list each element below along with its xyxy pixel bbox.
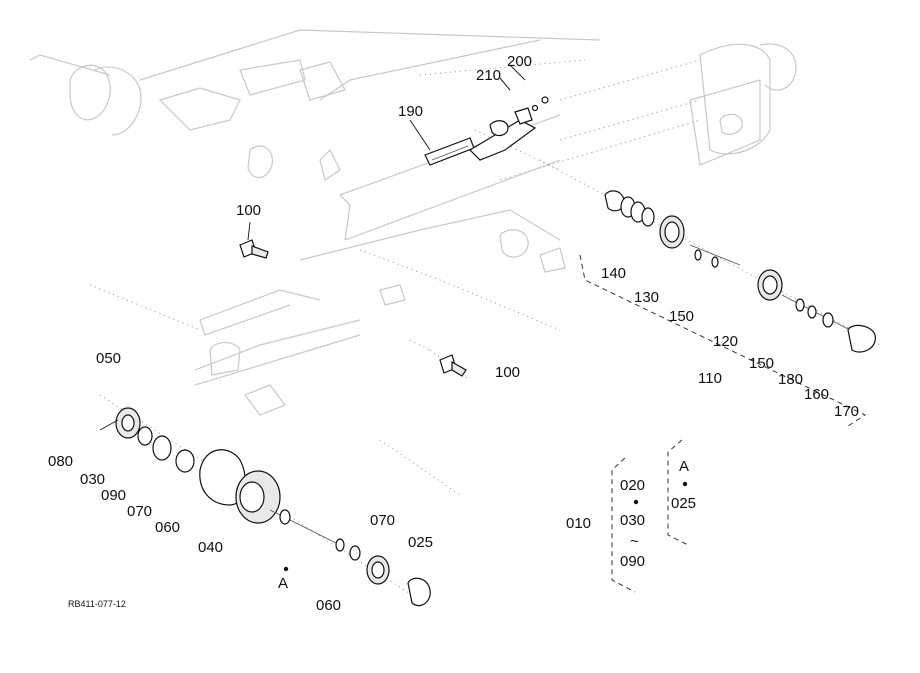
legend-group-010: 010 020 030 ~ 090 bbox=[566, 477, 645, 570]
drawing-code: RB411-077-12 bbox=[68, 599, 126, 609]
label-190: 190 bbox=[398, 103, 423, 120]
label-200: 200 bbox=[507, 53, 532, 70]
label-160: 160 bbox=[804, 386, 829, 403]
legend-010-label: 010 bbox=[566, 515, 591, 532]
label-080: 080 bbox=[48, 453, 73, 470]
legend-A-line1: 025 bbox=[671, 495, 696, 512]
legend-A-dot bbox=[682, 481, 688, 487]
label-210: 210 bbox=[476, 67, 501, 84]
label-025: 025 bbox=[408, 534, 433, 551]
label-180: 180 bbox=[778, 371, 803, 388]
legend-A-title: A bbox=[679, 458, 689, 475]
label-170: 170 bbox=[834, 403, 859, 420]
label-070-b: 070 bbox=[370, 512, 395, 529]
callout-dashes bbox=[579, 254, 867, 593]
label-060-b: 060 bbox=[316, 597, 341, 614]
label-A: A bbox=[278, 575, 288, 592]
label-100-upper: 100 bbox=[236, 202, 261, 219]
legend-010-tilde: ~ bbox=[630, 533, 639, 550]
label-040: 040 bbox=[198, 539, 223, 556]
label-100-lower: 100 bbox=[495, 364, 520, 381]
label-070-a: 070 bbox=[127, 503, 152, 520]
leader-lines bbox=[99, 64, 526, 431]
right-shaft-assembly bbox=[604, 190, 876, 353]
label-140: 140 bbox=[601, 265, 626, 282]
part-200-210-bracket bbox=[469, 96, 549, 161]
label-050: 050 bbox=[96, 350, 121, 367]
part-100-bolt-upper bbox=[239, 239, 269, 259]
label-110: 110 bbox=[698, 370, 722, 387]
label-030: 030 bbox=[80, 471, 105, 488]
legend-010-line3: 090 bbox=[620, 553, 645, 570]
legend-010-line1: 020 bbox=[620, 477, 645, 494]
part-190-bolt bbox=[424, 137, 475, 166]
label-090: 090 bbox=[101, 487, 126, 504]
legend-010-dot bbox=[633, 499, 639, 505]
part-100-bolt-lower bbox=[439, 354, 467, 377]
label-150-a: 150 bbox=[669, 308, 694, 325]
label-120: 120 bbox=[713, 333, 738, 350]
label-130: 130 bbox=[634, 289, 659, 306]
legend-group-A: A 025 bbox=[671, 458, 696, 512]
label-150-b: 150 bbox=[749, 355, 774, 372]
left-roller-assembly bbox=[115, 407, 431, 607]
background-frame-ghost bbox=[29, 29, 797, 416]
part-number-labels: 200 210 190 100 100 050 140 130 150 120 … bbox=[48, 53, 859, 614]
label-060-a: 060 bbox=[155, 519, 180, 536]
dot-A bbox=[283, 566, 289, 572]
legend-010-line2: 030 bbox=[620, 512, 645, 529]
